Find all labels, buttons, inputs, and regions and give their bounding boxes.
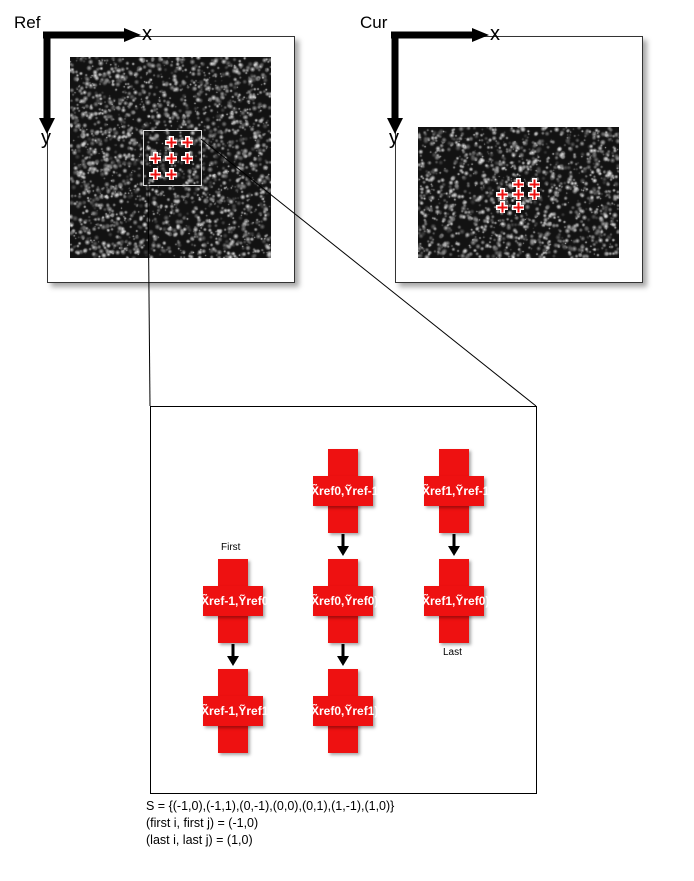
arrow-down-icon (227, 644, 239, 666)
cross-caption: (X̃ref0,Ỹref-1) (307, 484, 383, 498)
ref-speckle-image (70, 57, 271, 258)
cross-ref-m1-0: (X̃ref-1,Ỹref0) (197, 559, 272, 643)
cross-caption: (X̃ref1,Ỹref0) (418, 594, 490, 608)
cur-x-axis-label: x (490, 23, 500, 45)
ref-panel-title: Ref (14, 13, 41, 32)
small-cross-icon (512, 178, 524, 190)
cross-ref-0-1: (X̃ref0,Ỹref1) (307, 669, 378, 753)
small-cross-icon (496, 201, 508, 213)
arrow-down-icon (337, 534, 349, 556)
last-label: Last (443, 647, 462, 658)
small-cross-icon (181, 152, 193, 164)
small-cross-icon (165, 168, 177, 180)
cross-ref-1-m1: (X̃ref1,Ỹref-1) (418, 449, 493, 533)
arrow-down-icon (448, 534, 460, 556)
last-index-formula: (last i, last j) = (1,0) (146, 833, 253, 847)
cur-speckle-image (418, 127, 619, 258)
arrow-down-icon (337, 644, 349, 666)
small-cross-icon (165, 136, 177, 148)
cross-ref-0-m1: (X̃ref0,Ỹref-1) (307, 449, 382, 533)
first-label: First (221, 542, 241, 553)
first-index-formula: (first i, first j) = (-1,0) (146, 816, 259, 830)
cross-caption: (X̃ref-1,Ỹref1) (197, 704, 273, 718)
set-formula: S = {(-1,0),(-1,1),(0,-1),(0,0),(0,1),(1… (146, 799, 395, 813)
ref-selection-box (143, 130, 202, 186)
cross-caption: (X̃ref-1,Ỹref0) (197, 594, 273, 608)
small-cross-icon (149, 168, 161, 180)
cross-ref-1-0: (X̃ref1,Ỹref0) (418, 559, 489, 643)
small-cross-icon (512, 188, 524, 200)
cross-caption: (X̃ref0,Ỹref1) (307, 704, 379, 718)
ref-x-axis-label: x (142, 23, 152, 45)
small-cross-icon (512, 201, 524, 213)
cur-panel-title: Cur (360, 13, 388, 32)
cross-ref-0-0: (X̃ref0,Ỹref0) (307, 559, 378, 643)
ref-axes (39, 28, 141, 134)
small-cross-icon (149, 152, 161, 164)
small-cross-icon (181, 136, 193, 148)
cur-y-axis-label: y (389, 127, 399, 149)
small-cross-icon (165, 152, 177, 164)
cross-caption: (X̃ref0,Ỹref0) (307, 594, 379, 608)
small-cross-icon (528, 178, 540, 190)
cur-axes (387, 28, 489, 134)
cross-caption: (X̃ref1,Ỹref-1) (418, 484, 494, 498)
cross-ref-m1-1: (X̃ref-1,Ỹref1) (197, 669, 272, 753)
small-cross-icon (528, 188, 540, 200)
small-cross-icon (496, 188, 508, 200)
ref-y-axis-label: y (41, 127, 51, 149)
